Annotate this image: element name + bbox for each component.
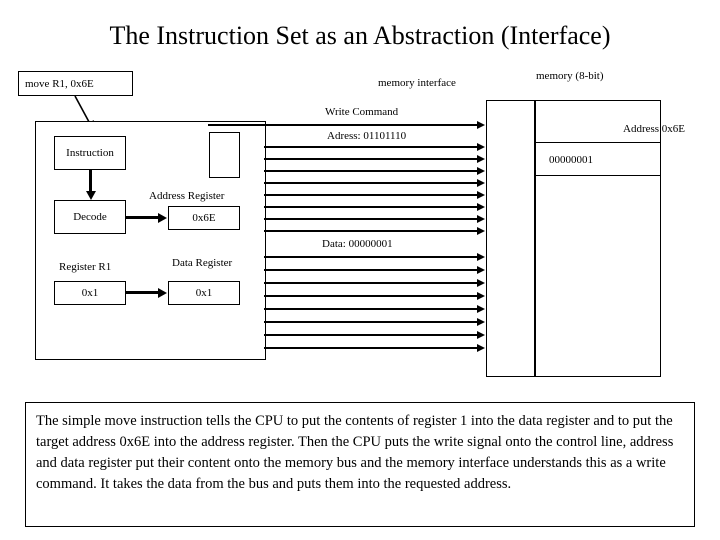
address-bus-line xyxy=(264,167,485,175)
data-bus-line xyxy=(264,305,485,313)
data-bus-line xyxy=(264,318,485,326)
address-bus-line xyxy=(264,215,485,223)
address-bus-line xyxy=(264,227,485,235)
instruction-block: Instruction xyxy=(54,136,126,170)
memory-interface-label: memory interface xyxy=(378,77,456,89)
instruction-to-decode-arrow xyxy=(85,170,96,200)
address-register-label: Address Register xyxy=(149,190,225,202)
data-bus-label: Data: 00000001 xyxy=(322,238,393,250)
data-register-label: Data Register xyxy=(172,257,233,269)
memory-cell-divider-bottom xyxy=(535,175,661,176)
memory-cell-value: 00000001 xyxy=(549,154,593,166)
caption-text: The simple move instruction tells the CP… xyxy=(36,413,674,492)
address-bus-line xyxy=(264,155,485,163)
data-bus-line xyxy=(264,279,485,287)
data-bus-line xyxy=(264,344,485,352)
data-bus-line xyxy=(264,266,485,274)
address-bus-line xyxy=(264,143,485,151)
decode-block: Decode xyxy=(54,200,126,234)
decode-block-label: Decode xyxy=(73,211,107,223)
register-r1-to-data-register-arrow xyxy=(126,287,167,298)
write-command-label: Write Command xyxy=(325,106,399,118)
decode-to-address-register-arrow xyxy=(126,212,167,223)
memory-cell-divider-top xyxy=(535,142,661,143)
caption-box: The simple move instruction tells the CP… xyxy=(25,402,695,527)
register-r1-label: Register R1 xyxy=(59,261,112,273)
data-bus-line xyxy=(264,253,485,261)
memory-array-box xyxy=(535,100,661,377)
address-register-box: 0x6E xyxy=(168,206,240,230)
control-bus-line xyxy=(208,121,485,129)
instruction-source-box: move R1, 0x6E xyxy=(18,71,133,96)
address-bus-line xyxy=(264,203,485,211)
memory-title-label: memory (8-bit) xyxy=(536,70,604,82)
address-bus-label: Adress: 01101110 xyxy=(327,130,407,142)
data-register-value: 0x1 xyxy=(195,287,213,299)
address-bus-line xyxy=(264,191,485,199)
register-r1-box: 0x1 xyxy=(54,281,126,305)
instruction-block-label: Instruction xyxy=(66,147,114,159)
address-bus-line xyxy=(264,179,485,187)
memory-cell-address-label: Address 0x6E xyxy=(623,123,686,135)
address-register-value: 0x6E xyxy=(192,212,216,224)
control-register-box xyxy=(209,132,240,178)
memory-interface-box xyxy=(486,100,535,377)
data-bus-line xyxy=(264,292,485,300)
instruction-source-label: move R1, 0x6E xyxy=(25,77,94,90)
register-r1-value: 0x1 xyxy=(81,287,99,299)
page-title: The Instruction Set as an Abstraction (I… xyxy=(109,21,611,50)
data-register-box: 0x1 xyxy=(168,281,240,305)
data-bus-line xyxy=(264,331,485,339)
